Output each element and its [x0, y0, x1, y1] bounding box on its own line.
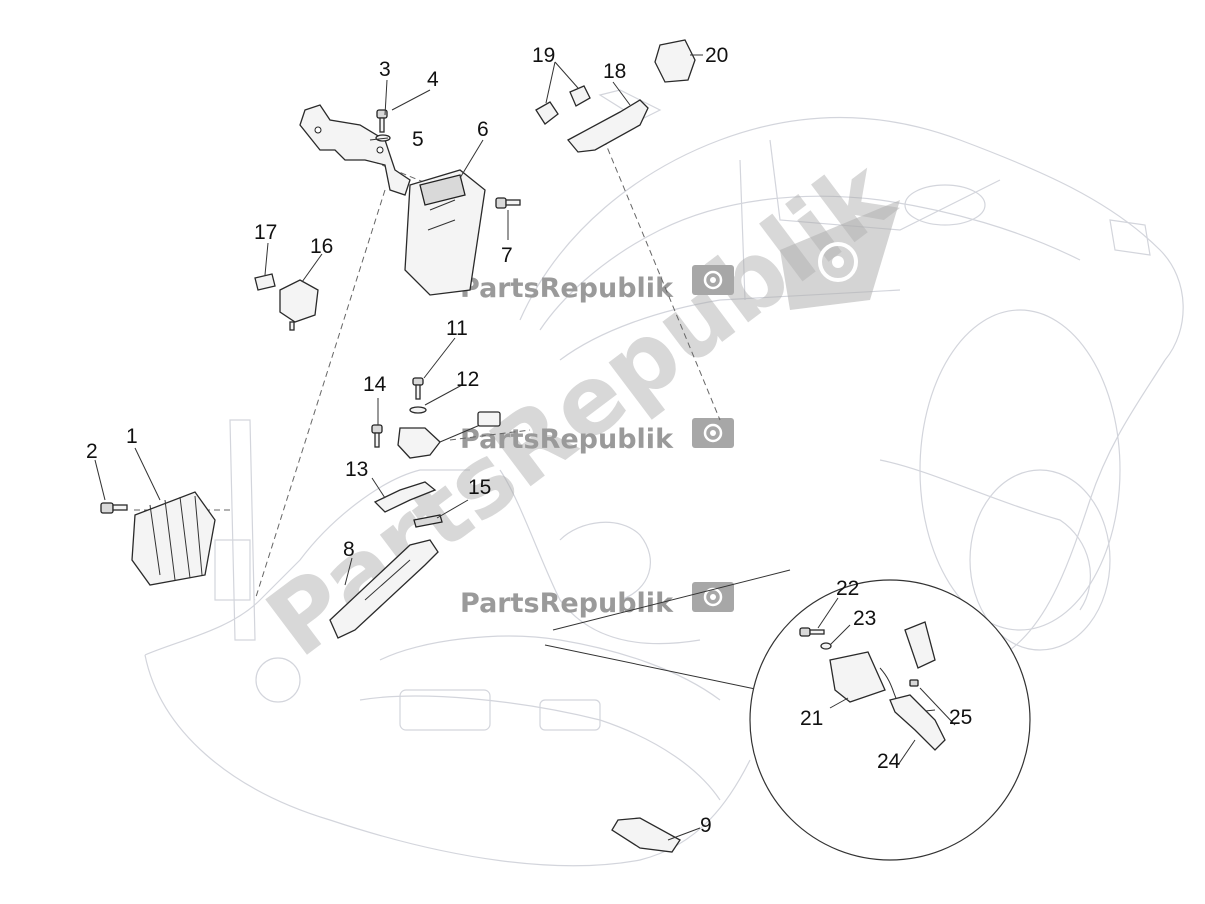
callout-6: 6 [477, 118, 489, 141]
callout-2: 2 [86, 440, 98, 463]
part-6-control-unit [404, 169, 486, 296]
gear-flag-icon [692, 582, 734, 612]
watermark-row-2: PartsRepublik [460, 418, 734, 455]
callout-19: 19 [532, 44, 555, 67]
callout-3: 3 [379, 58, 391, 81]
watermark-text-2: PartsRepublik [460, 424, 674, 455]
part-16-relay [279, 279, 319, 331]
watermark-text-1: PartsRepublik [460, 273, 674, 304]
part-15-clip [413, 514, 443, 528]
part-13-bracket [373, 481, 437, 513]
part-8-bracket [329, 539, 439, 639]
part-4-screw [376, 109, 388, 133]
part-11-screw [412, 377, 424, 400]
callout-13: 13 [345, 458, 368, 481]
callout-25: 25 [949, 706, 972, 729]
callout-21: 21 [800, 707, 823, 730]
callout-18: 18 [603, 60, 626, 83]
watermark-large-gear-icon [780, 200, 900, 310]
part-18-bracket [566, 99, 649, 153]
callout-7: 7 [501, 244, 513, 267]
callout-23: 23 [853, 607, 876, 630]
callout-leaders [94, 54, 956, 841]
gear-flag-icon [692, 418, 734, 448]
callout-15: 15 [468, 476, 491, 499]
callout-14: 14 [363, 373, 387, 396]
part-17-fuse [254, 273, 276, 291]
gear-flag-icon [692, 265, 734, 295]
part-9-clip [611, 817, 681, 853]
callout-16: 16 [310, 235, 333, 258]
part-20-connector [654, 39, 696, 83]
callout-24: 24 [877, 750, 901, 773]
callout-1: 1 [126, 425, 138, 448]
watermark-row-3: PartsRepublik [460, 582, 734, 619]
callout-9: 9 [700, 814, 712, 837]
watermark-row-1: PartsRepublik [460, 265, 734, 304]
part-12-sensor [397, 406, 501, 459]
part-2-bolt [100, 502, 128, 514]
part-14-bolt [371, 424, 383, 448]
callout-22: 22 [836, 577, 859, 600]
part-7-bolt [495, 197, 521, 209]
callout-20: 20 [705, 44, 728, 67]
part-1-voltage-regulator [131, 491, 216, 586]
callout-4: 4 [427, 68, 439, 91]
part-5-washer [375, 134, 391, 142]
watermark-text-3: PartsRepublik [460, 588, 674, 619]
detail-inset [749, 579, 1031, 861]
callout-labels: 1 2 3 4 5 6 7 8 9 11 12 13 14 15 16 17 1… [86, 44, 972, 837]
part-19-switches [535, 85, 591, 125]
callout-5: 5 [412, 128, 424, 151]
scooter-frame-ghost [144, 89, 1184, 867]
callout-11: 11 [446, 317, 468, 340]
part-3-bracket [299, 104, 411, 196]
callout-8: 8 [343, 538, 355, 561]
callout-12: 12 [456, 368, 479, 391]
callout-17: 17 [254, 221, 277, 244]
